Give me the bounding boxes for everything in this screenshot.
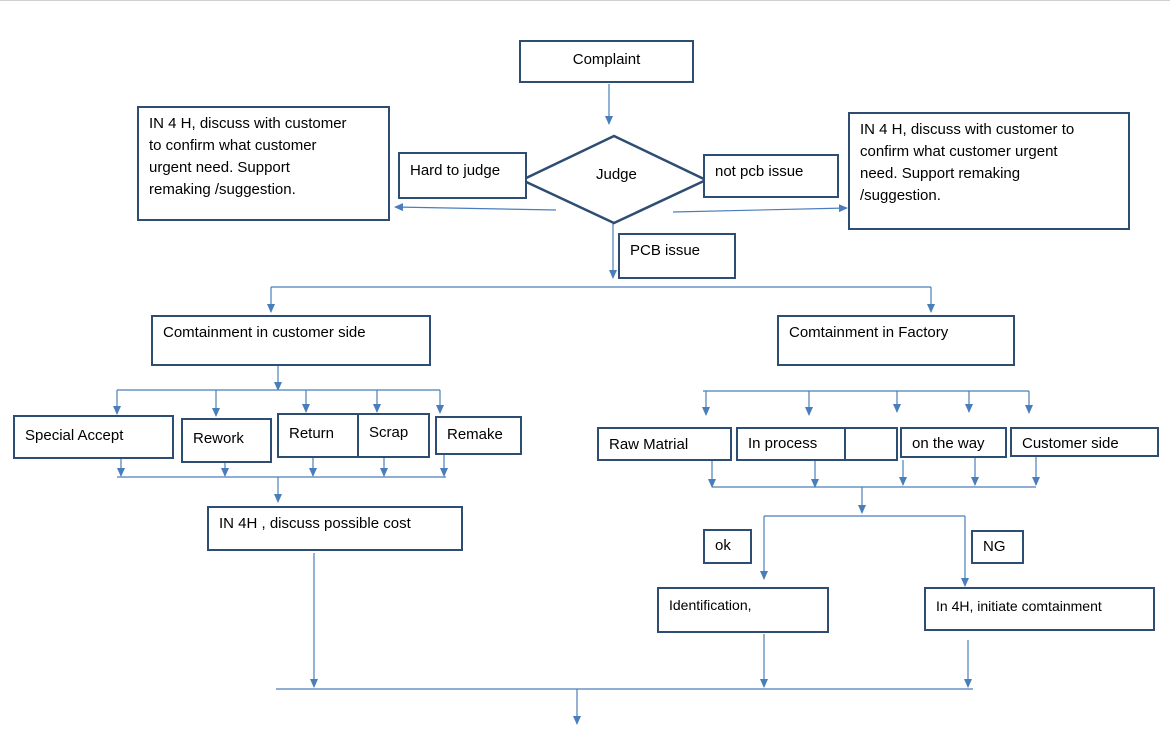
remake-box: Remake <box>435 416 522 455</box>
ok-box: ok <box>703 529 752 564</box>
judge-label: Judge <box>596 166 637 183</box>
arrow-to-left-note <box>394 203 557 212</box>
judge-diamond <box>519 134 709 225</box>
raw-material-box: Raw Matrial <box>597 427 732 461</box>
ng-box: NG <box>971 530 1024 564</box>
on-the-way-box: on the way <box>900 427 1007 458</box>
special-accept-box: Special Accept <box>13 415 174 459</box>
scrap-box: Scrap <box>357 413 430 458</box>
discuss-cost-box: IN 4H , discuss possible cost <box>207 506 463 551</box>
return-box: Return <box>277 413 359 458</box>
identification-box: Identification, <box>657 587 829 633</box>
containment-factory-box: Comtainment in Factory <box>777 315 1015 366</box>
arrow-to-right-note <box>672 204 848 213</box>
not-pcb-issue-box: not pcb issue <box>703 154 839 198</box>
complaint-box: Complaint <box>519 40 694 83</box>
pcb-issue-box: PCB issue <box>618 233 736 279</box>
hard-to-judge-box: Hard to judge <box>398 152 527 199</box>
containment-customer-box: Comtainment in customer side <box>151 315 431 366</box>
sheet-gridline <box>0 0 1170 1</box>
left-discussion-note: IN 4 H, discuss with customer to confirm… <box>137 106 390 221</box>
initiate-containment-box: In 4H, initiate comtainment <box>924 587 1155 631</box>
rework-box: Rework <box>181 418 272 463</box>
empty-box <box>844 427 898 461</box>
right-discussion-note: IN 4 H, discuss with customer to confirm… <box>848 112 1130 230</box>
customer-side-box: Customer side <box>1010 427 1159 457</box>
in-process-box: In process <box>736 427 846 461</box>
